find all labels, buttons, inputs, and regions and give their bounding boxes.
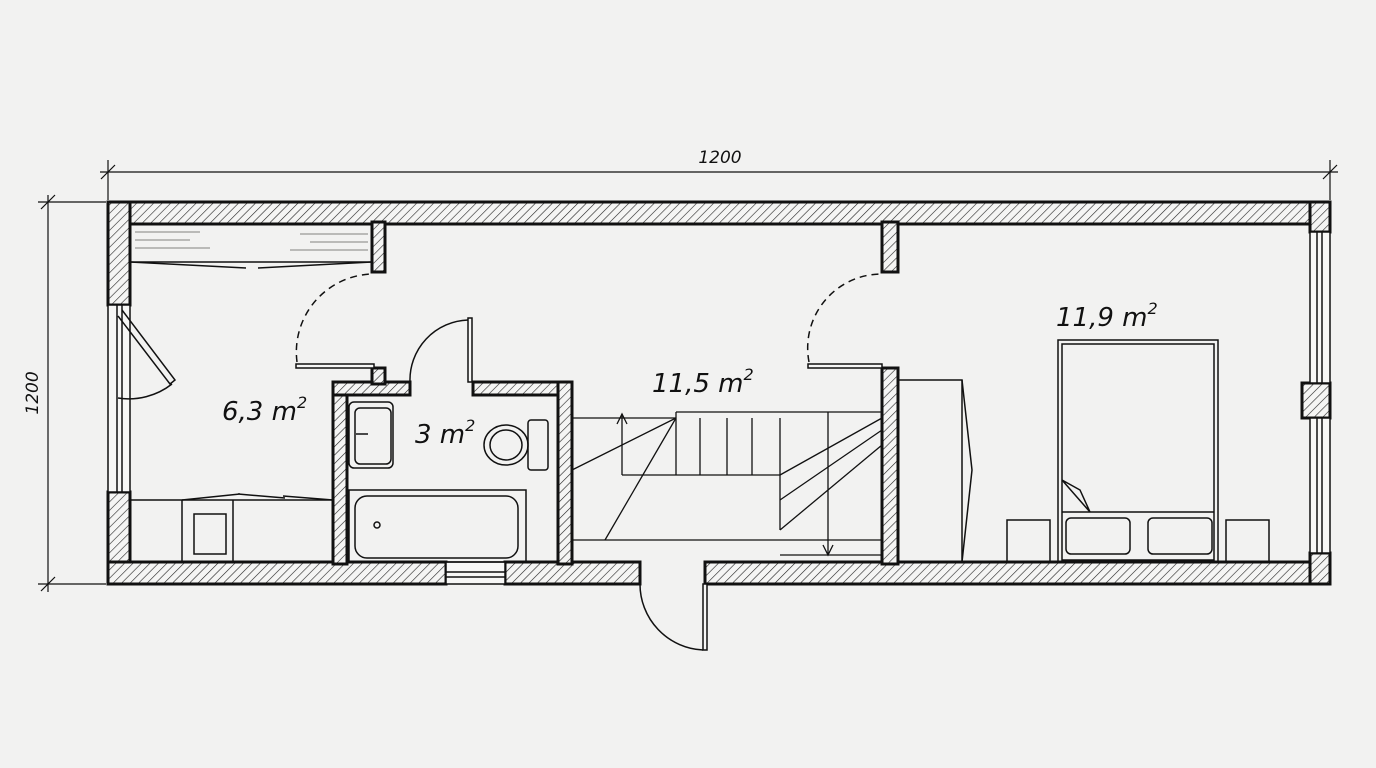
room-area-bathroom: 3 m2 (415, 416, 475, 450)
dimension-top (100, 160, 1338, 200)
walls (106, 200, 1332, 586)
room-area-living: 11,5 m2 (652, 365, 754, 399)
windows (107, 231, 1331, 585)
doors (117, 273, 883, 651)
wardrobe-hall (129, 223, 373, 269)
room-area-hall: 6,3 m2 (222, 393, 307, 427)
height-dimension-label: 1200 (23, 371, 43, 414)
width-dimension-label: 1200 (698, 148, 741, 168)
staircase (571, 411, 883, 557)
shoe-cabinet (129, 493, 334, 563)
room-area-bedroom: 11,9 m2 (1056, 299, 1158, 333)
bathroom-fixtures (348, 401, 549, 563)
bedroom-furniture (897, 339, 1270, 563)
dimension-left (38, 194, 106, 592)
